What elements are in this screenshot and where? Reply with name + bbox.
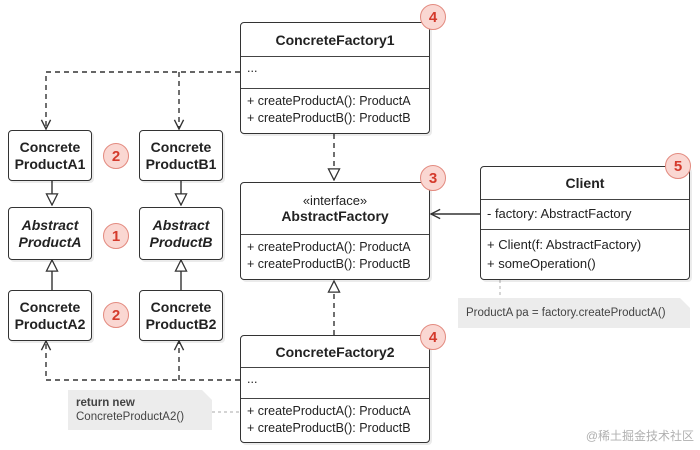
concrete-factory-2-box: ConcreteFactory2 ... + createProductA():…: [240, 335, 430, 443]
badge-product-a2: 2: [103, 302, 129, 328]
badge-product-a1: 2: [103, 143, 129, 169]
concrete-factory-1-name: ConcreteFactory1: [275, 31, 395, 48]
client-method: + someOperation(): [487, 256, 596, 271]
concrete-factory-1-method: + createProductA(): ProductA: [247, 94, 411, 108]
abstract-product-b-line2: ProductB: [149, 233, 213, 250]
concrete-factory-2-fields: ...: [241, 367, 429, 398]
client-method: + Client(f: AbstractFactory): [487, 237, 642, 252]
client-code-note: ProductA pa = factory.createProductA(): [458, 298, 690, 328]
factory2-code-note: return new ConcreteProductA2(): [68, 390, 212, 430]
abstract-factory-method: + createProductB(): ProductB: [247, 257, 411, 271]
badge-concrete-factory-1: 4: [420, 4, 446, 30]
concrete-factory-2-method: + createProductA(): ProductA: [247, 404, 411, 418]
abstract-product-a-box: Abstract ProductA: [8, 207, 92, 260]
concrete-product-a2-box: Concrete ProductA2: [8, 290, 92, 341]
concrete-factory-1-box: ConcreteFactory1 ... + createProductA():…: [240, 22, 430, 134]
abstract-factory-name: AbstractFactory: [281, 208, 389, 224]
concrete-product-a1-line1: Concrete: [19, 138, 81, 155]
concrete-product-b2-box: Concrete ProductB2: [139, 290, 223, 341]
client-code-note-text: ProductA pa = factory.createProductA(): [466, 307, 666, 319]
concrete-product-a1-box: Concrete ProductA1: [8, 130, 92, 181]
dep-cf1-a1: [46, 71, 240, 129]
concrete-product-a2-line2: ProductA2: [14, 315, 86, 332]
concrete-product-a1-line2: ProductA1: [14, 155, 86, 172]
factory2-note-text: ConcreteProductA2(): [76, 411, 185, 423]
concrete-factory-2-name: ConcreteFactory2: [275, 343, 395, 360]
factory2-note-keyword: return new: [76, 397, 135, 409]
abstract-product-a-line2: ProductA: [18, 233, 82, 250]
badge-abstract-factory: 3: [420, 165, 446, 191]
concrete-product-b2-line2: ProductB2: [145, 315, 217, 332]
abstract-factory-method: + createProductA(): ProductA: [247, 240, 411, 254]
client-box: Client - factory: AbstractFactory + Clie…: [480, 166, 690, 280]
concrete-factory-2-method: + createProductB(): ProductB: [247, 421, 411, 435]
concrete-factory-1-fields: ...: [241, 56, 429, 88]
badge-client: 5: [665, 153, 691, 179]
abstract-product-b-box: Abstract ProductB: [139, 207, 223, 260]
concrete-product-b1-line2: ProductB1: [145, 155, 217, 172]
concrete-product-b1-line1: Concrete: [150, 138, 212, 155]
badge-abstract-product: 1: [103, 223, 129, 249]
concrete-product-b1-box: Concrete ProductB1: [139, 130, 223, 181]
badge-concrete-factory-2: 4: [420, 324, 446, 350]
client-field: - factory: AbstractFactory: [487, 206, 632, 221]
abstract-factory-stereotype: «interface»: [302, 193, 368, 208]
watermark: @稀土掘金技术社区: [585, 429, 694, 443]
abstract-product-a-line1: Abstract: [21, 216, 79, 233]
concrete-product-a2-line1: Concrete: [19, 298, 81, 315]
client-name: Client: [565, 175, 605, 191]
dep-cf2-a2: [46, 341, 240, 381]
abstract-product-b-line1: Abstract: [152, 216, 210, 233]
concrete-product-b2-line1: Concrete: [150, 298, 212, 315]
abstract-factory-box: «interface» AbstractFactory + createProd…: [240, 182, 430, 280]
concrete-factory-1-method: + createProductB(): ProductB: [247, 111, 411, 125]
